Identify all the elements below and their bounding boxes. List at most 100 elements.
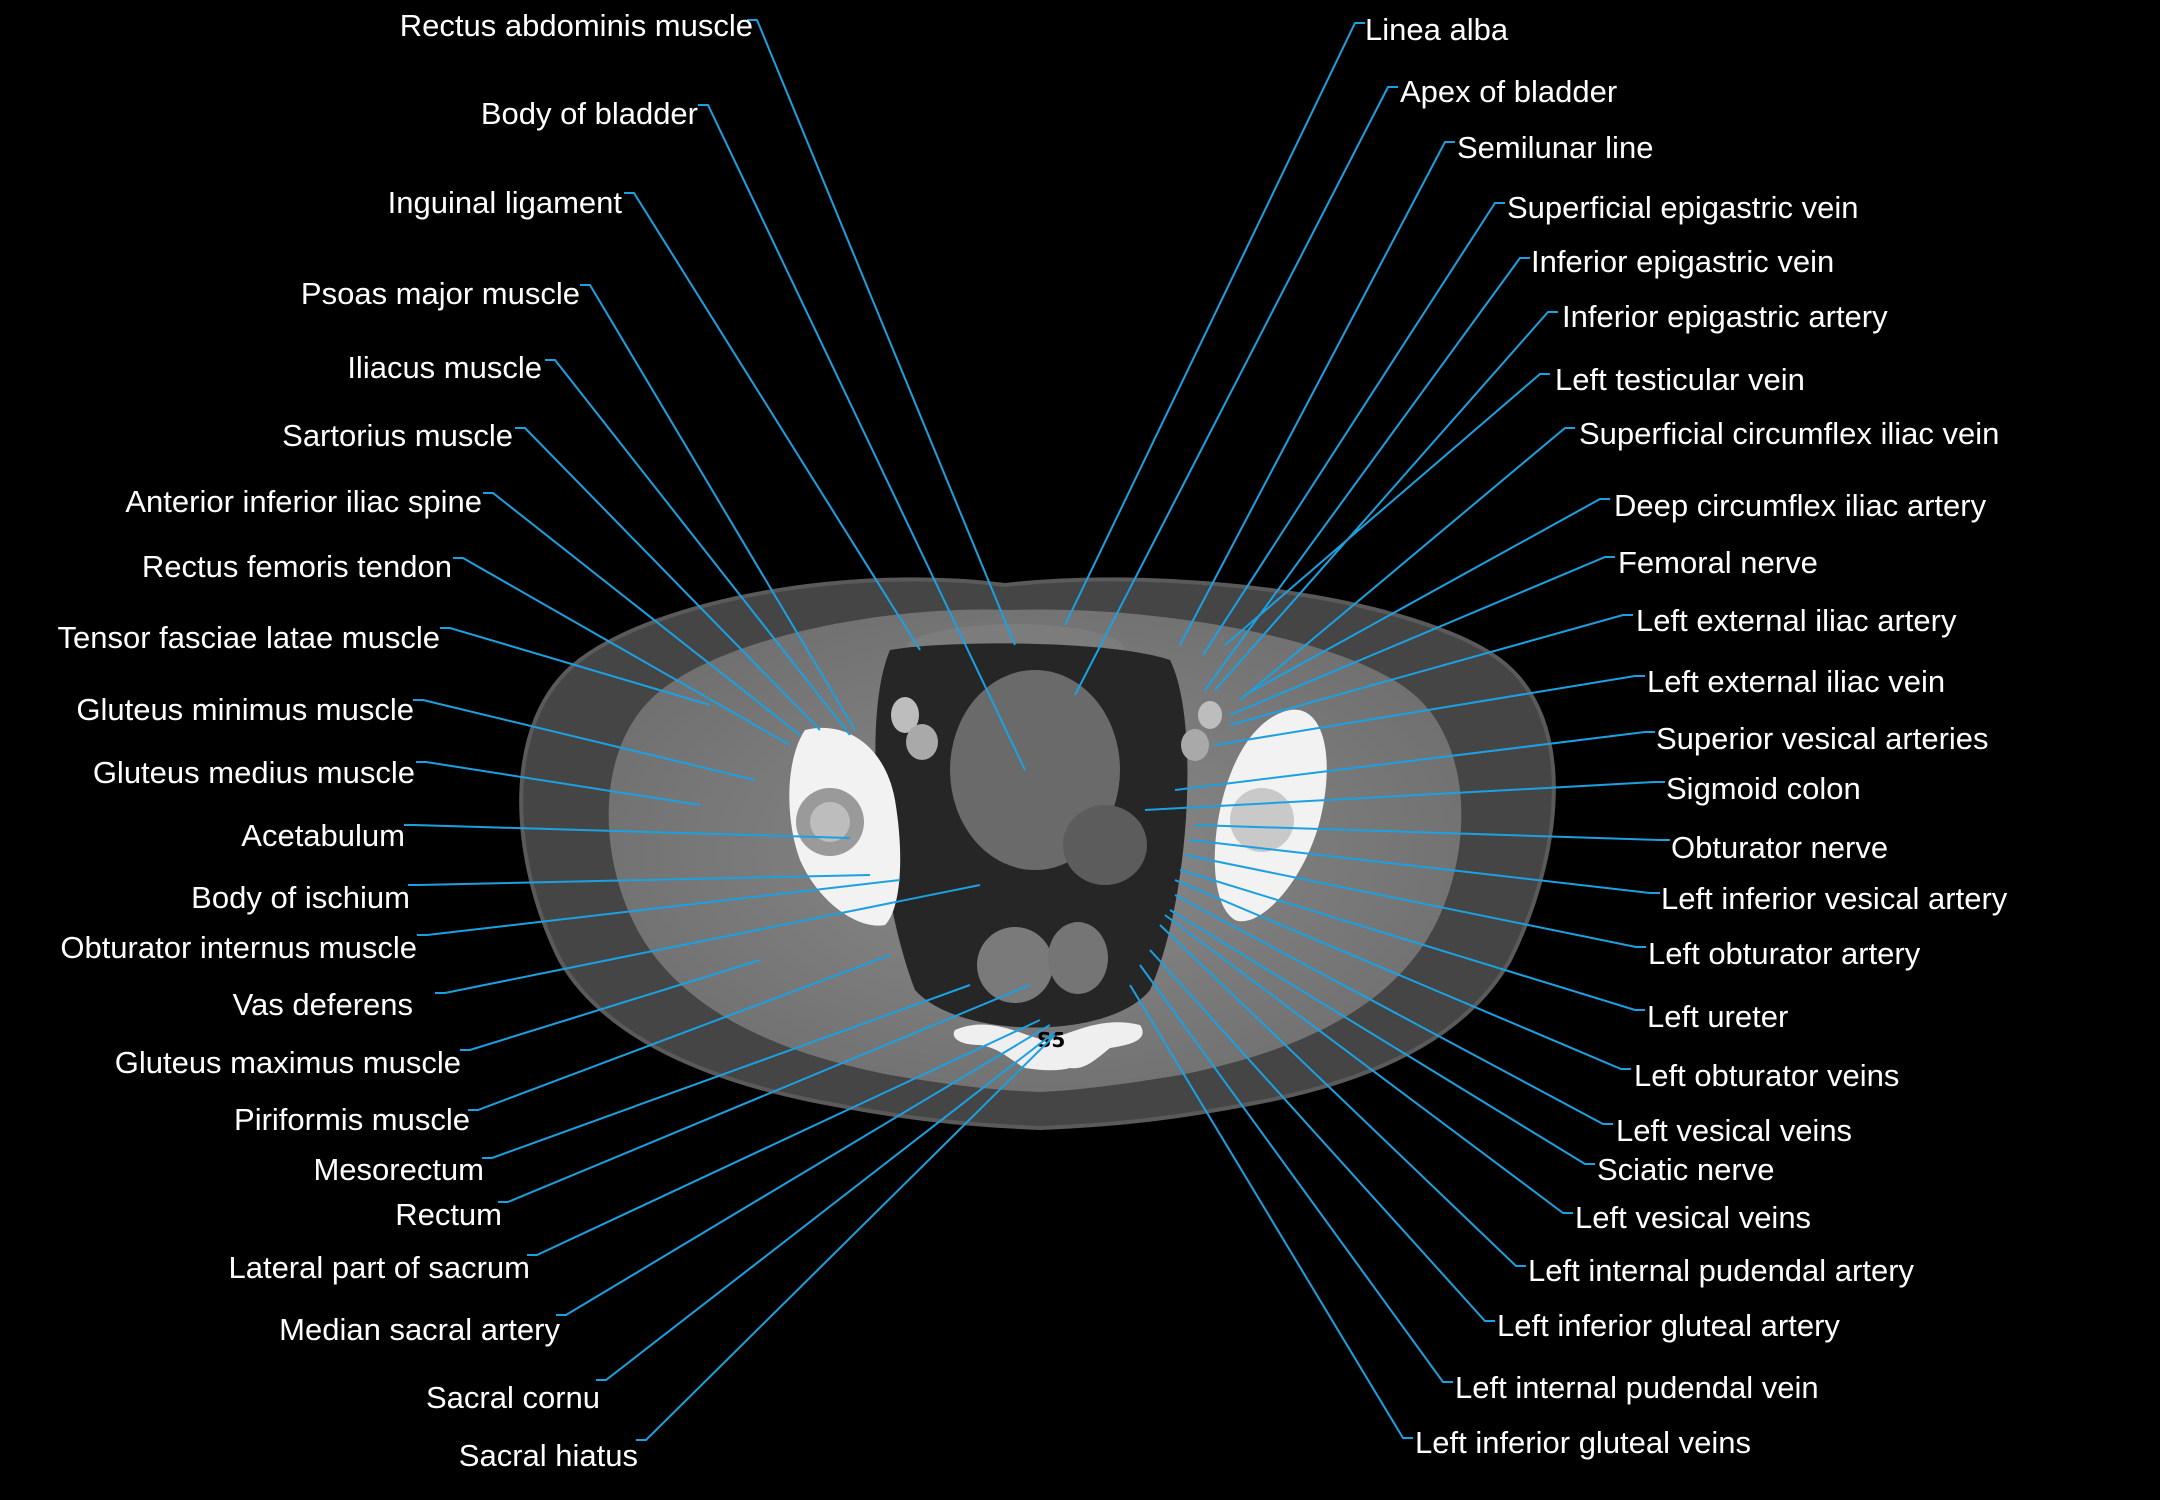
leader-line-tensor-fasciae-latae-muscle	[440, 627, 711, 706]
label-body-of-ischium: Body of ischium	[191, 880, 410, 915]
ct-pelvis-slice: S5	[519, 577, 1556, 1131]
leader-line-linea-alba	[1064, 22, 1365, 626]
left-vessel-2	[906, 724, 938, 760]
leader-line-left-obturator-veins	[1174, 879, 1631, 1070]
leader-line-left-vesical-veins	[1164, 914, 1573, 1214]
label-vas-deferens: Vas deferens	[233, 987, 413, 1022]
leader-line-median-sacral-artery	[556, 1024, 1051, 1316]
leader-line-obturator-internus-muscle	[417, 879, 901, 936]
label-acetabulum: Acetabulum	[241, 818, 405, 853]
label-anterior-inferior-iliac-spine: Anterior inferior iliac spine	[125, 484, 482, 519]
leader-line-lateral-part-of-sacrum	[527, 1019, 1041, 1256]
left-vessel-1	[891, 697, 919, 733]
rectum-2	[1048, 922, 1108, 994]
leader-line-mesorectum	[482, 984, 971, 1159]
leader-line-left-inferior-gluteal-artery	[1149, 949, 1495, 1322]
leader-line-left-inferior-gluteal-veins	[1129, 984, 1413, 1439]
label-rectum: Rectum	[395, 1197, 502, 1232]
left-femoral-head-core	[810, 802, 850, 842]
leader-line-inferior-epigastric-artery	[1214, 311, 1558, 691]
label-sacral-cornu: Sacral cornu	[426, 1380, 600, 1415]
leader-line-gluteus-medius-muscle	[416, 761, 701, 806]
leader-line-rectum	[498, 984, 1031, 1203]
leader-line-left-vesical-veins	[1174, 894, 1613, 1125]
leader-line-semilunar-line	[1179, 141, 1455, 646]
leader-line-left-ureter	[1179, 869, 1645, 1011]
leader-line-body-of-ischium	[408, 874, 871, 886]
label-left-vesical-veins: Left vesical veins	[1575, 1200, 1811, 1235]
leader-line-apex-of-bladder	[1074, 86, 1398, 696]
label-inferior-epigastric-vein: Inferior epigastric vein	[1531, 244, 1834, 279]
leader-line-superficial-epigastric-vein	[1202, 202, 1505, 656]
label-gluteus-minimus-muscle: Gluteus minimus muscle	[76, 692, 414, 727]
label-gluteus-maximus-muscle: Gluteus maximus muscle	[115, 1045, 461, 1080]
leader-line-body-of-bladder	[698, 104, 1026, 771]
label-left-vesical-veins: Left vesical veins	[1616, 1113, 1852, 1148]
leader-line-rectus-abdominis-muscle	[747, 19, 1016, 646]
leader-line-sigmoid-colon	[1144, 781, 1665, 811]
label-sigmoid-colon: Sigmoid colon	[1666, 771, 1861, 806]
label-lateral-part-of-sacrum: Lateral part of sacrum	[228, 1250, 530, 1285]
leader-line-obturator-nerve	[1194, 824, 1670, 841]
label-linea-alba: Linea alba	[1365, 12, 1509, 47]
label-left-ureter: Left ureter	[1647, 999, 1788, 1034]
label-femoral-nerve: Femoral nerve	[1618, 545, 1818, 580]
label-superficial-circumflex-iliac-vein: Superficial circumflex iliac vein	[1579, 416, 1999, 451]
leader-line-sacral-hiatus	[636, 1034, 1056, 1441]
label-sartorius-muscle: Sartorius muscle	[282, 418, 513, 453]
leader-line-left-obturator-artery	[1184, 854, 1646, 948]
leader-line-rectus-femoris-tendon	[453, 557, 791, 746]
label-left-inferior-gluteal-artery: Left inferior gluteal artery	[1497, 1308, 1840, 1343]
leader-line-left-internal-pudendal-artery	[1159, 924, 1526, 1267]
label-left-obturator-artery: Left obturator artery	[1648, 936, 1921, 971]
leader-line-vas-deferens	[435, 884, 981, 994]
label-left-inferior-vesical-artery: Left inferior vesical artery	[1661, 881, 2008, 916]
label-rectus-abdominis-muscle: Rectus abdominis muscle	[400, 8, 753, 43]
leader-line-left-external-iliac-artery	[1229, 614, 1633, 726]
leader-line-piriformis-muscle	[468, 954, 891, 1111]
leader-line-sacral-cornu	[596, 1031, 1056, 1381]
label-sciatic-nerve: Sciatic nerve	[1597, 1152, 1774, 1187]
leader-line-superior-vesical-arteries	[1174, 731, 1655, 791]
label-gluteus-medius-muscle: Gluteus medius muscle	[93, 755, 415, 790]
label-inferior-epigastric-artery: Inferior epigastric artery	[1562, 299, 1888, 334]
leader-line-deep-circumflex-iliac-artery	[1244, 498, 1610, 696]
label-rectus-femoris-tendon: Rectus femoris tendon	[142, 549, 452, 584]
leader-line-gluteus-maximus-muscle	[460, 959, 761, 1051]
label-piriformis-muscle: Piriformis muscle	[234, 1102, 470, 1137]
label-superior-vesical-arteries: Superior vesical arteries	[1656, 721, 1989, 756]
label-left-obturator-veins: Left obturator veins	[1634, 1058, 1899, 1093]
label-iliacus-muscle: Iliacus muscle	[347, 350, 542, 385]
rectum	[977, 927, 1053, 1003]
label-left-external-iliac-vein: Left external iliac vein	[1647, 664, 1945, 699]
leader-line-gluteus-minimus-muscle	[413, 699, 756, 781]
leader-line-anterior-inferior-iliac-spine	[483, 492, 801, 736]
sacrum	[953, 1022, 1143, 1071]
label-median-sacral-artery: Median sacral artery	[279, 1312, 560, 1347]
leader-line-left-testicular-vein	[1224, 373, 1550, 646]
label-inguinal-ligament: Inguinal ligament	[388, 185, 623, 220]
leader-line-acetabulum	[404, 824, 851, 839]
label-left-internal-pudendal-artery: Left internal pudendal artery	[1528, 1253, 1915, 1288]
label-left-internal-pudendal-vein: Left internal pudendal vein	[1455, 1370, 1819, 1405]
label-left-testicular-vein: Left testicular vein	[1555, 362, 1805, 397]
label-obturator-nerve: Obturator nerve	[1671, 830, 1888, 865]
label-tensor-fasciae-latae-muscle: Tensor fasciae latae muscle	[57, 620, 440, 655]
leader-line-psoas-major-muscle	[580, 284, 856, 731]
leader-line-inferior-epigastric-vein	[1204, 257, 1530, 691]
label-mesorectum: Mesorectum	[313, 1152, 484, 1187]
right-femoral-head	[1230, 788, 1294, 852]
leader-line-left-internal-pudendal-vein	[1139, 964, 1453, 1383]
leader-line-iliacus-muscle	[545, 359, 851, 736]
right-vessel-1	[1198, 701, 1222, 729]
label-deep-circumflex-iliac-artery: Deep circumflex iliac artery	[1614, 488, 1987, 523]
label-superficial-epigastric-vein: Superficial epigastric vein	[1507, 190, 1859, 225]
label-left-external-iliac-artery: Left external iliac artery	[1636, 603, 1957, 638]
label-apex-of-bladder: Apex of bladder	[1400, 74, 1617, 109]
label-semilunar-line: Semilunar line	[1457, 130, 1653, 165]
leader-line-left-external-iliac-vein	[1214, 675, 1645, 746]
leader-line-left-inferior-vesical-artery	[1189, 839, 1660, 894]
leader-line-sartorius-muscle	[515, 427, 821, 731]
